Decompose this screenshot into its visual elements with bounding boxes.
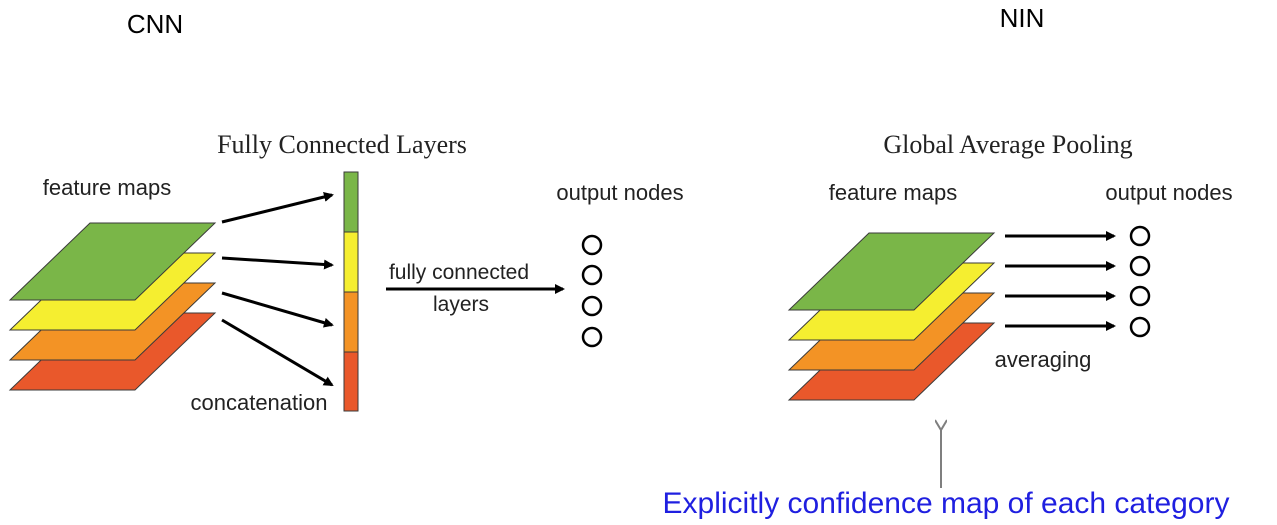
cnn-output-node-1	[581, 234, 603, 256]
fc-label-line2: layers	[433, 293, 489, 316]
nin-output-node-3	[1129, 285, 1151, 307]
nin-feature-map-green	[787, 232, 996, 311]
nin-title: Global Average Pooling	[883, 130, 1132, 159]
cnn-heading: CNN	[127, 9, 183, 39]
cnn-output-node-3	[581, 295, 603, 317]
nin-feature-maps-label: feature maps	[829, 180, 957, 205]
cnn-output-nodes-label: output nodes	[556, 180, 683, 205]
nin-output-node-1	[1129, 225, 1151, 247]
concatenation-label: concatenation	[191, 390, 328, 415]
nin-output-node-2	[1129, 255, 1151, 277]
concat-segment-red	[343, 351, 359, 412]
cnn-arrow-1	[221, 192, 334, 224]
cnn-output-node-4	[581, 326, 603, 348]
cnn-feature-maps-label: feature maps	[43, 175, 171, 200]
cnn-arrow-4	[221, 318, 334, 387]
nin-heading: NIN	[1000, 3, 1045, 33]
cnn-arrow-3	[221, 291, 334, 328]
nin-output-node-4	[1129, 316, 1151, 338]
concat-segment-orange	[343, 291, 359, 353]
concat-segment-green	[343, 171, 359, 233]
concat-segment-yellow	[343, 231, 359, 293]
nin-output-nodes-label: output nodes	[1105, 180, 1232, 205]
cnn-arrow-2	[221, 256, 334, 270]
averaging-label: averaging	[995, 347, 1092, 372]
fc-label-line1: fully connected	[389, 261, 529, 284]
cnn-output-node-2	[581, 264, 603, 286]
cnn-title: Fully Connected Layers	[217, 130, 467, 159]
cnn-feature-map-green	[8, 222, 217, 301]
nin-caption: Explicitly confidence map of each catego…	[663, 487, 1230, 520]
